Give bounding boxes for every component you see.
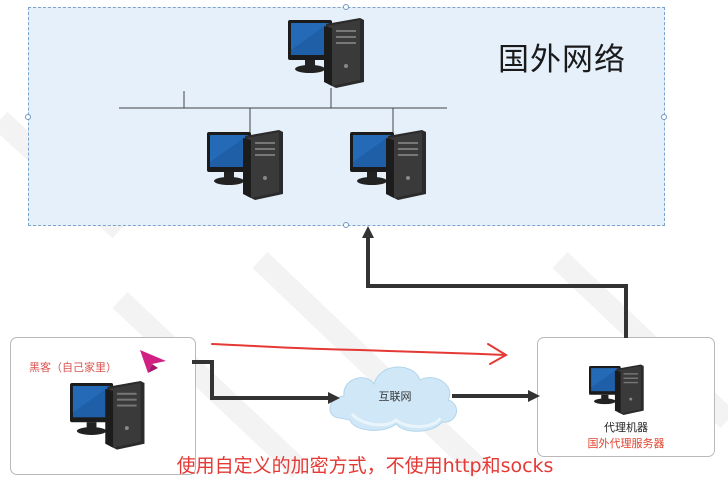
cloud-icon — [329, 366, 457, 432]
computer-icon — [70, 381, 145, 450]
proxy-to-overseas-arrow — [366, 236, 628, 338]
hacker-client-label: 黑客（自己家里） — [29, 361, 117, 374]
cursor-arrow-icon — [140, 350, 166, 373]
resize-handle-right[interactable] — [661, 114, 667, 120]
computer-icon — [589, 364, 644, 415]
computer-icon — [288, 18, 364, 88]
computer-icon — [350, 130, 426, 200]
resize-handle-left[interactable] — [25, 114, 31, 120]
resize-handle-top[interactable] — [343, 4, 349, 10]
computer-icon — [207, 130, 283, 200]
proxy-machine-label: 代理机器 — [604, 421, 648, 434]
resize-handle-bottom[interactable] — [343, 222, 349, 228]
encryption-note: 使用自定义的加密方式，不使用http和socks — [176, 455, 554, 477]
encrypted-path-arrow — [211, 343, 508, 365]
client-to-internet-arrow — [192, 360, 328, 400]
proxy-server-description: 国外代理服务器 — [587, 437, 665, 450]
internet-cloud-label: 互联网 — [378, 390, 412, 403]
overseas-network-title: 国外网络 — [498, 42, 626, 78]
